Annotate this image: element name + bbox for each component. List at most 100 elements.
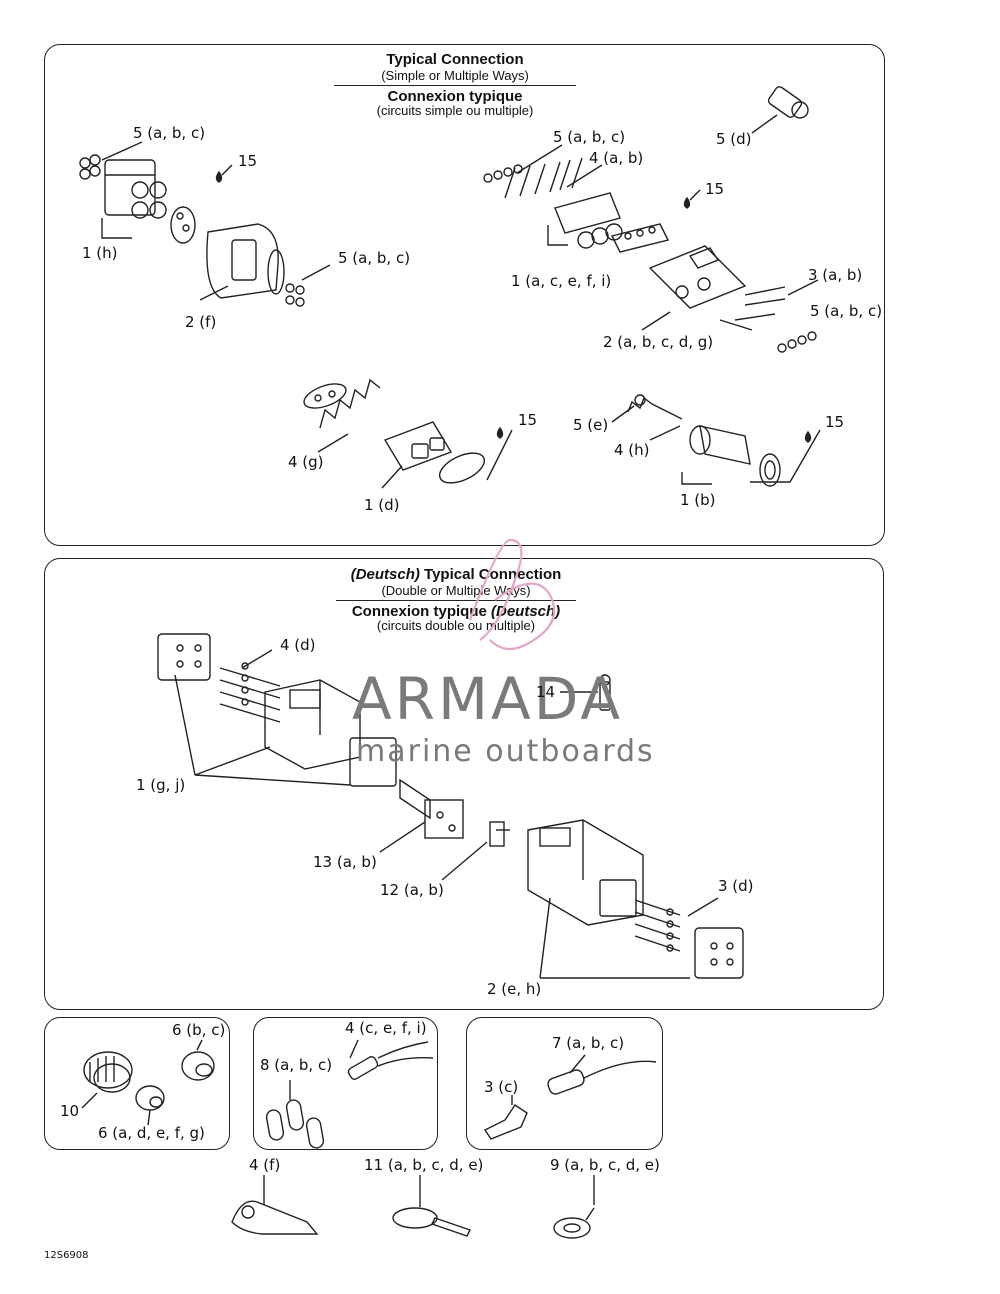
label-4h: 4 (h): [614, 441, 650, 459]
label-4f: 4 (f): [249, 1156, 281, 1174]
terminal-3c: [483, 1104, 528, 1140]
leader-2eh: [539, 897, 690, 979]
lock-12ab: [489, 821, 510, 847]
seal-block-right: [694, 927, 744, 979]
housing-2eh: [527, 819, 644, 926]
title-divider: [334, 85, 576, 86]
leader-2abcdg: [641, 311, 671, 331]
seal-rings-3: [483, 164, 523, 183]
housing-1d: [383, 421, 453, 471]
seal-rings-2: [285, 283, 305, 307]
deutsch-brand-fr: (Deutsch): [491, 603, 561, 620]
label-10: 10: [60, 1102, 80, 1120]
pins-4d: [219, 662, 281, 723]
deutsch-title-en: (Deutsch) Typical Connection: [336, 566, 576, 583]
label-4cefi: 4 (c, e, f, i): [345, 1019, 427, 1037]
top-panel-title: Typical Connection (Simple or Multiple W…: [334, 51, 576, 118]
leader-12ab: [441, 841, 488, 881]
housing-1b: [689, 425, 751, 465]
label-1d: 1 (d): [364, 496, 400, 514]
label-8abc: 8 (a, b, c): [260, 1056, 333, 1074]
deutsch-title-fr: Connexion typique (Deutsch): [336, 603, 576, 620]
top-title-fr: Connexion typique: [387, 88, 523, 105]
label-14: 14: [536, 683, 556, 701]
drop-icon-3: [496, 426, 504, 439]
label-15-3: 15: [518, 411, 538, 429]
pin-14: [599, 674, 611, 711]
label-1acefi: 1 (a, c, e, f, i): [511, 272, 612, 290]
leader-4cefi: [349, 1039, 359, 1059]
leader-15-3: [486, 429, 513, 481]
top-title-en: Typical Connection: [386, 51, 524, 68]
leader-15-1: [221, 164, 233, 176]
label-4ab: 4 (a, b): [589, 149, 644, 167]
label-4g: 4 (g): [288, 453, 324, 471]
label-4d: 4 (d): [280, 636, 316, 654]
deutsch-title-en-text: Typical Connection: [419, 566, 562, 583]
label-13ab: 13 (a, b): [313, 853, 377, 871]
leader-13ab: [379, 821, 426, 853]
leader-15-4: [750, 429, 821, 483]
panel-caps: [44, 1017, 230, 1150]
terminals-3ab: [719, 286, 786, 331]
label-7abc: 7 (a, b, c): [552, 1034, 625, 1052]
housing-1acefi: [554, 192, 623, 249]
grommet-4: [438, 452, 486, 484]
watermark-logo-icon: [468, 538, 556, 651]
top-panel: [44, 44, 885, 546]
deutsch-group: [157, 633, 744, 979]
tie-11abcde: [392, 1207, 471, 1237]
label-1h: 1 (h): [82, 244, 118, 262]
terminal-4f: [231, 1200, 319, 1235]
label-2eh: 2 (e, h): [487, 980, 542, 998]
loose-items: [231, 1175, 595, 1239]
top-subtitle-fr: (circuits simple ou multiple): [376, 103, 534, 118]
seal-block-left: [157, 633, 211, 681]
leader-5d: [751, 114, 778, 134]
connector-group-1: [79, 141, 331, 307]
label-11abcde: 11 (a, b, c, d, e): [364, 1156, 484, 1174]
leader-4ab: [566, 164, 603, 188]
pins-4g: [319, 378, 381, 429]
plug-5d: [767, 86, 809, 119]
connector-group-2: [483, 86, 819, 353]
label-5abc-4: 5 (a, b, c): [810, 302, 883, 320]
label-2abcdg: 2 (a, b, c, d, g): [603, 333, 714, 351]
label-2f: 2 (f): [185, 313, 217, 331]
label-1gj: 1 (g, j): [136, 776, 186, 794]
leader-1b: [681, 472, 712, 485]
grommet-5: [759, 453, 781, 487]
cap-6adefg: [135, 1085, 165, 1111]
grommet-2: [610, 223, 670, 253]
ring-9abcde: [553, 1207, 595, 1239]
watermark-tagline: marine outboards: [356, 734, 655, 769]
leader-4g: [317, 433, 349, 453]
housing-2abcdg: [648, 245, 747, 309]
terminal-4h: [627, 396, 683, 420]
leader-3ab: [787, 279, 819, 296]
leader-5e: [611, 405, 635, 423]
connector-group-3: [303, 378, 513, 489]
seal-rings-1: [79, 154, 101, 180]
deutsch-panel: [44, 558, 884, 1010]
sleeves-8abc: [265, 1099, 325, 1149]
label-5d: 5 (d): [716, 130, 752, 148]
pins-3d: [634, 899, 681, 952]
label-3ab: 3 (a, b): [808, 266, 863, 284]
leader-1acefi: [547, 225, 568, 246]
top-subtitle-en: (Simple or Multiple Ways): [381, 68, 529, 83]
leader-1gj: [174, 674, 351, 786]
panel-terminals: [253, 1017, 438, 1150]
label-5abc-3: 5 (a, b, c): [553, 128, 626, 146]
housing-2f: [206, 223, 285, 299]
seal-frame-1gj: [349, 737, 397, 787]
leader-5abc-3: [516, 144, 563, 174]
leader-10: [81, 1092, 98, 1109]
leader-7abc: [569, 1054, 586, 1074]
leader-5abc-2: [301, 264, 331, 281]
drop-icon-2: [683, 196, 691, 209]
label-3c: 3 (c): [484, 1078, 519, 1096]
label-5e: 5 (e): [573, 416, 609, 434]
terminals-group: [265, 1039, 434, 1149]
